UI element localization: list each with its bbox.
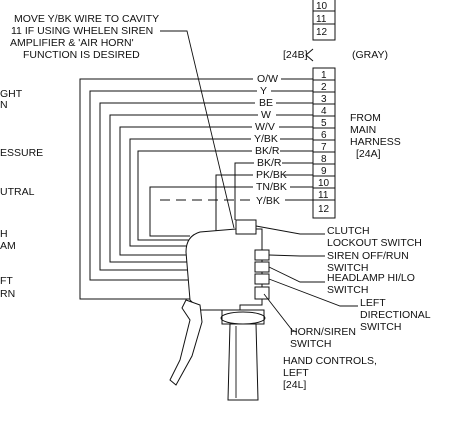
top-connector: 10 11 12 [312,0,336,41]
clutch-lockout-switch [235,219,257,235]
note-line-1: MOVE Y/BK WIRE TO CAVITY [14,13,159,25]
main-pin-1: 1 [321,70,327,81]
wire-1 [79,78,253,300]
headlamp-label-1: HEADLAMP HI/LO [327,272,415,284]
siren-label-2: SWITCH [327,262,368,274]
wire-label-4: W [261,109,271,121]
main-pin-11: 11 [318,190,329,201]
wiring-note: MOVE Y/BK WIRE TO CAVITY 11 IF USING WHE… [10,13,159,61]
hand-controls-label-3: [24L] [283,379,306,391]
note-line-3: AMPLIFIER & 'AIR HORN' [10,37,134,49]
horn-label-2: SWITCH [290,338,331,350]
wire-label-12: Y/BK [256,195,280,207]
wire-label-2: Y [260,85,267,97]
left-clipped-labels: GHT N ESSURE UTRAL H AM FT RN [0,88,43,300]
wire-label-3: BE [259,97,273,109]
note-leader-line [160,30,235,229]
wire-2 [89,90,257,281]
headlamp-label-2: SWITCH [327,284,368,296]
left-fragment-essure: ESSURE [0,147,43,159]
harness-label-main: MAIN [350,124,376,136]
left-fragment-ft: FT [0,275,13,287]
grip-ring [220,311,266,325]
callout-leaders [255,225,358,333]
wire-label-9: PK/BK [256,169,287,181]
main-pin-12: 12 [318,204,330,215]
directional-label-1: LEFT [360,297,386,309]
main-pin-9: 9 [321,166,327,177]
clutch-label-1: CLUTCH [327,225,370,237]
directional-leader [268,278,358,307]
main-connector: 1 2 3 4 5 6 7 8 9 10 11 12 [312,67,336,219]
callout-labels: CLUTCH LOCKOUT SWITCH SIREN OFF/RUN SWIT… [283,225,431,391]
note-line-2: 11 IF USING WHELEN SIREN [11,25,153,37]
wire-7 [137,150,252,241]
top-pin-11: 11 [316,14,327,25]
left-fragment-am: AM [0,240,16,252]
main-pin-6: 6 [321,130,327,141]
wire-color-labels: O/W Y BE W W/V Y/BK BK/R BK/R PK/BK TN/B… [254,73,287,207]
directional-switch-button [254,273,270,285]
main-pin-4: 4 [321,106,327,117]
main-pin-2: 2 [321,82,327,93]
wire-label-7: BK/R [255,145,280,157]
top-connector-ref: [24B] [283,49,308,61]
left-fragment-rn: RN [0,288,15,300]
main-pin-8: 8 [321,154,327,165]
wire-5 [119,126,252,256]
main-connector-body [312,67,336,219]
main-harness-label: FROM MAIN HARNESS [24A] [350,112,401,160]
wire-label-8: BK/R [257,157,282,169]
grip-handle [227,323,259,401]
main-pin-3: 3 [321,94,327,105]
main-pin-5: 5 [321,118,327,129]
clutch-lever [169,299,203,386]
siren-label-1: SIREN OFF/RUN [327,250,409,262]
switch-housing-body [185,228,263,311]
top-connector-body [312,0,336,41]
main-pin-7: 7 [321,142,327,153]
top-pin-12: 12 [316,27,328,38]
hand-controls-label-1: HAND CONTROLS, [283,355,377,367]
left-fragment-ght: GHT [0,88,23,100]
top-pin-10: 10 [316,1,328,12]
connector-mating-symbol [305,48,314,62]
clutch-leader [255,225,325,235]
directional-label-2: DIRECTIONAL [360,309,431,321]
harness-label-harness: HARNESS [350,136,401,148]
wire-9 [215,174,253,240]
clutch-label-2: LOCKOUT SWITCH [327,237,422,249]
wire-6 [129,138,251,247]
note-line-4: FUNCTION IS DESIRED [23,49,140,61]
harness-label-from: FROM [350,112,381,124]
left-fragment-h: H [0,228,8,240]
left-fragment-utral: UTRAL [0,186,35,198]
left-fragment-n: N [0,99,8,111]
headlamp-leader [268,266,325,283]
wire-label-6: Y/BK [254,133,278,145]
wire-3 [99,102,255,271]
main-pin-10: 10 [318,178,330,189]
hand-controls-label-2: LEFT [283,367,309,379]
wire-10 [149,186,253,237]
wire-label-5: W/V [255,121,275,133]
siren-leader [268,254,325,257]
harness-wires [79,78,313,300]
wire-label-1: O/W [257,73,278,85]
wire-8 [234,162,254,220]
directional-label-3: SWITCH [360,321,401,333]
horn-leader [263,293,298,333]
siren-switch-button [254,249,270,261]
harness-label-ref: [24A] [356,148,381,160]
wire-label-10: TN/BK [256,181,287,193]
top-connector-color: (GRAY) [352,49,388,61]
hand-control-housing [169,219,270,401]
horn-label-1: HORN/SIREN [290,326,356,338]
wire-4 [109,114,258,263]
headlamp-switch-button [254,261,270,273]
